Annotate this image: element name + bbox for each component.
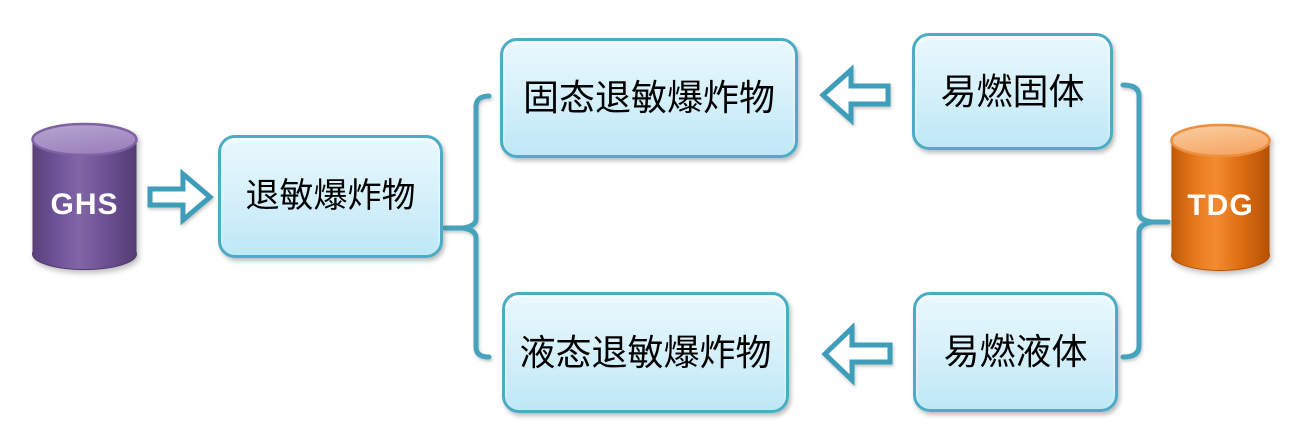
- arrow-ghs-to-center-icon: [147, 168, 214, 226]
- node-desensitized-explosives: 退敏爆炸物: [218, 135, 443, 258]
- arrow-flam-solid-to-solid-icon: [819, 64, 891, 126]
- arrow-flam-liquid-to-liquid-icon: [821, 322, 893, 386]
- tdg-database-cylinder: TDG: [1170, 123, 1271, 272]
- node-flammable-liquid-label: 易燃液体: [943, 332, 1088, 372]
- center-split-brace-body: [462, 93, 492, 360]
- cylinder-shape-icon: [1170, 123, 1271, 271]
- node-liquid-desensitized-explosives-label: 液态退敏爆炸物: [519, 332, 772, 373]
- node-liquid-desensitized-explosives: 液态退敏爆炸物: [502, 292, 789, 413]
- ghs-label: GHS: [50, 188, 119, 222]
- node-flammable-liquid: 易燃液体: [913, 292, 1118, 412]
- node-solid-desensitized-explosives-label: 固态退敏爆炸物: [522, 78, 775, 118]
- node-solid-desensitized-explosives: 固态退敏爆炸物: [500, 38, 798, 158]
- tdg-group-brace-body: [1120, 82, 1153, 360]
- ghs-database-cylinder: GHS: [31, 122, 138, 271]
- node-flammable-solid: 易燃固体: [912, 33, 1113, 150]
- tdg-label: TDG: [1187, 189, 1254, 223]
- node-desensitized-explosives-label: 退敏爆炸物: [245, 177, 416, 215]
- cylinder-shape-icon: [31, 122, 138, 270]
- node-flammable-solid-label: 易燃固体: [940, 71, 1085, 112]
